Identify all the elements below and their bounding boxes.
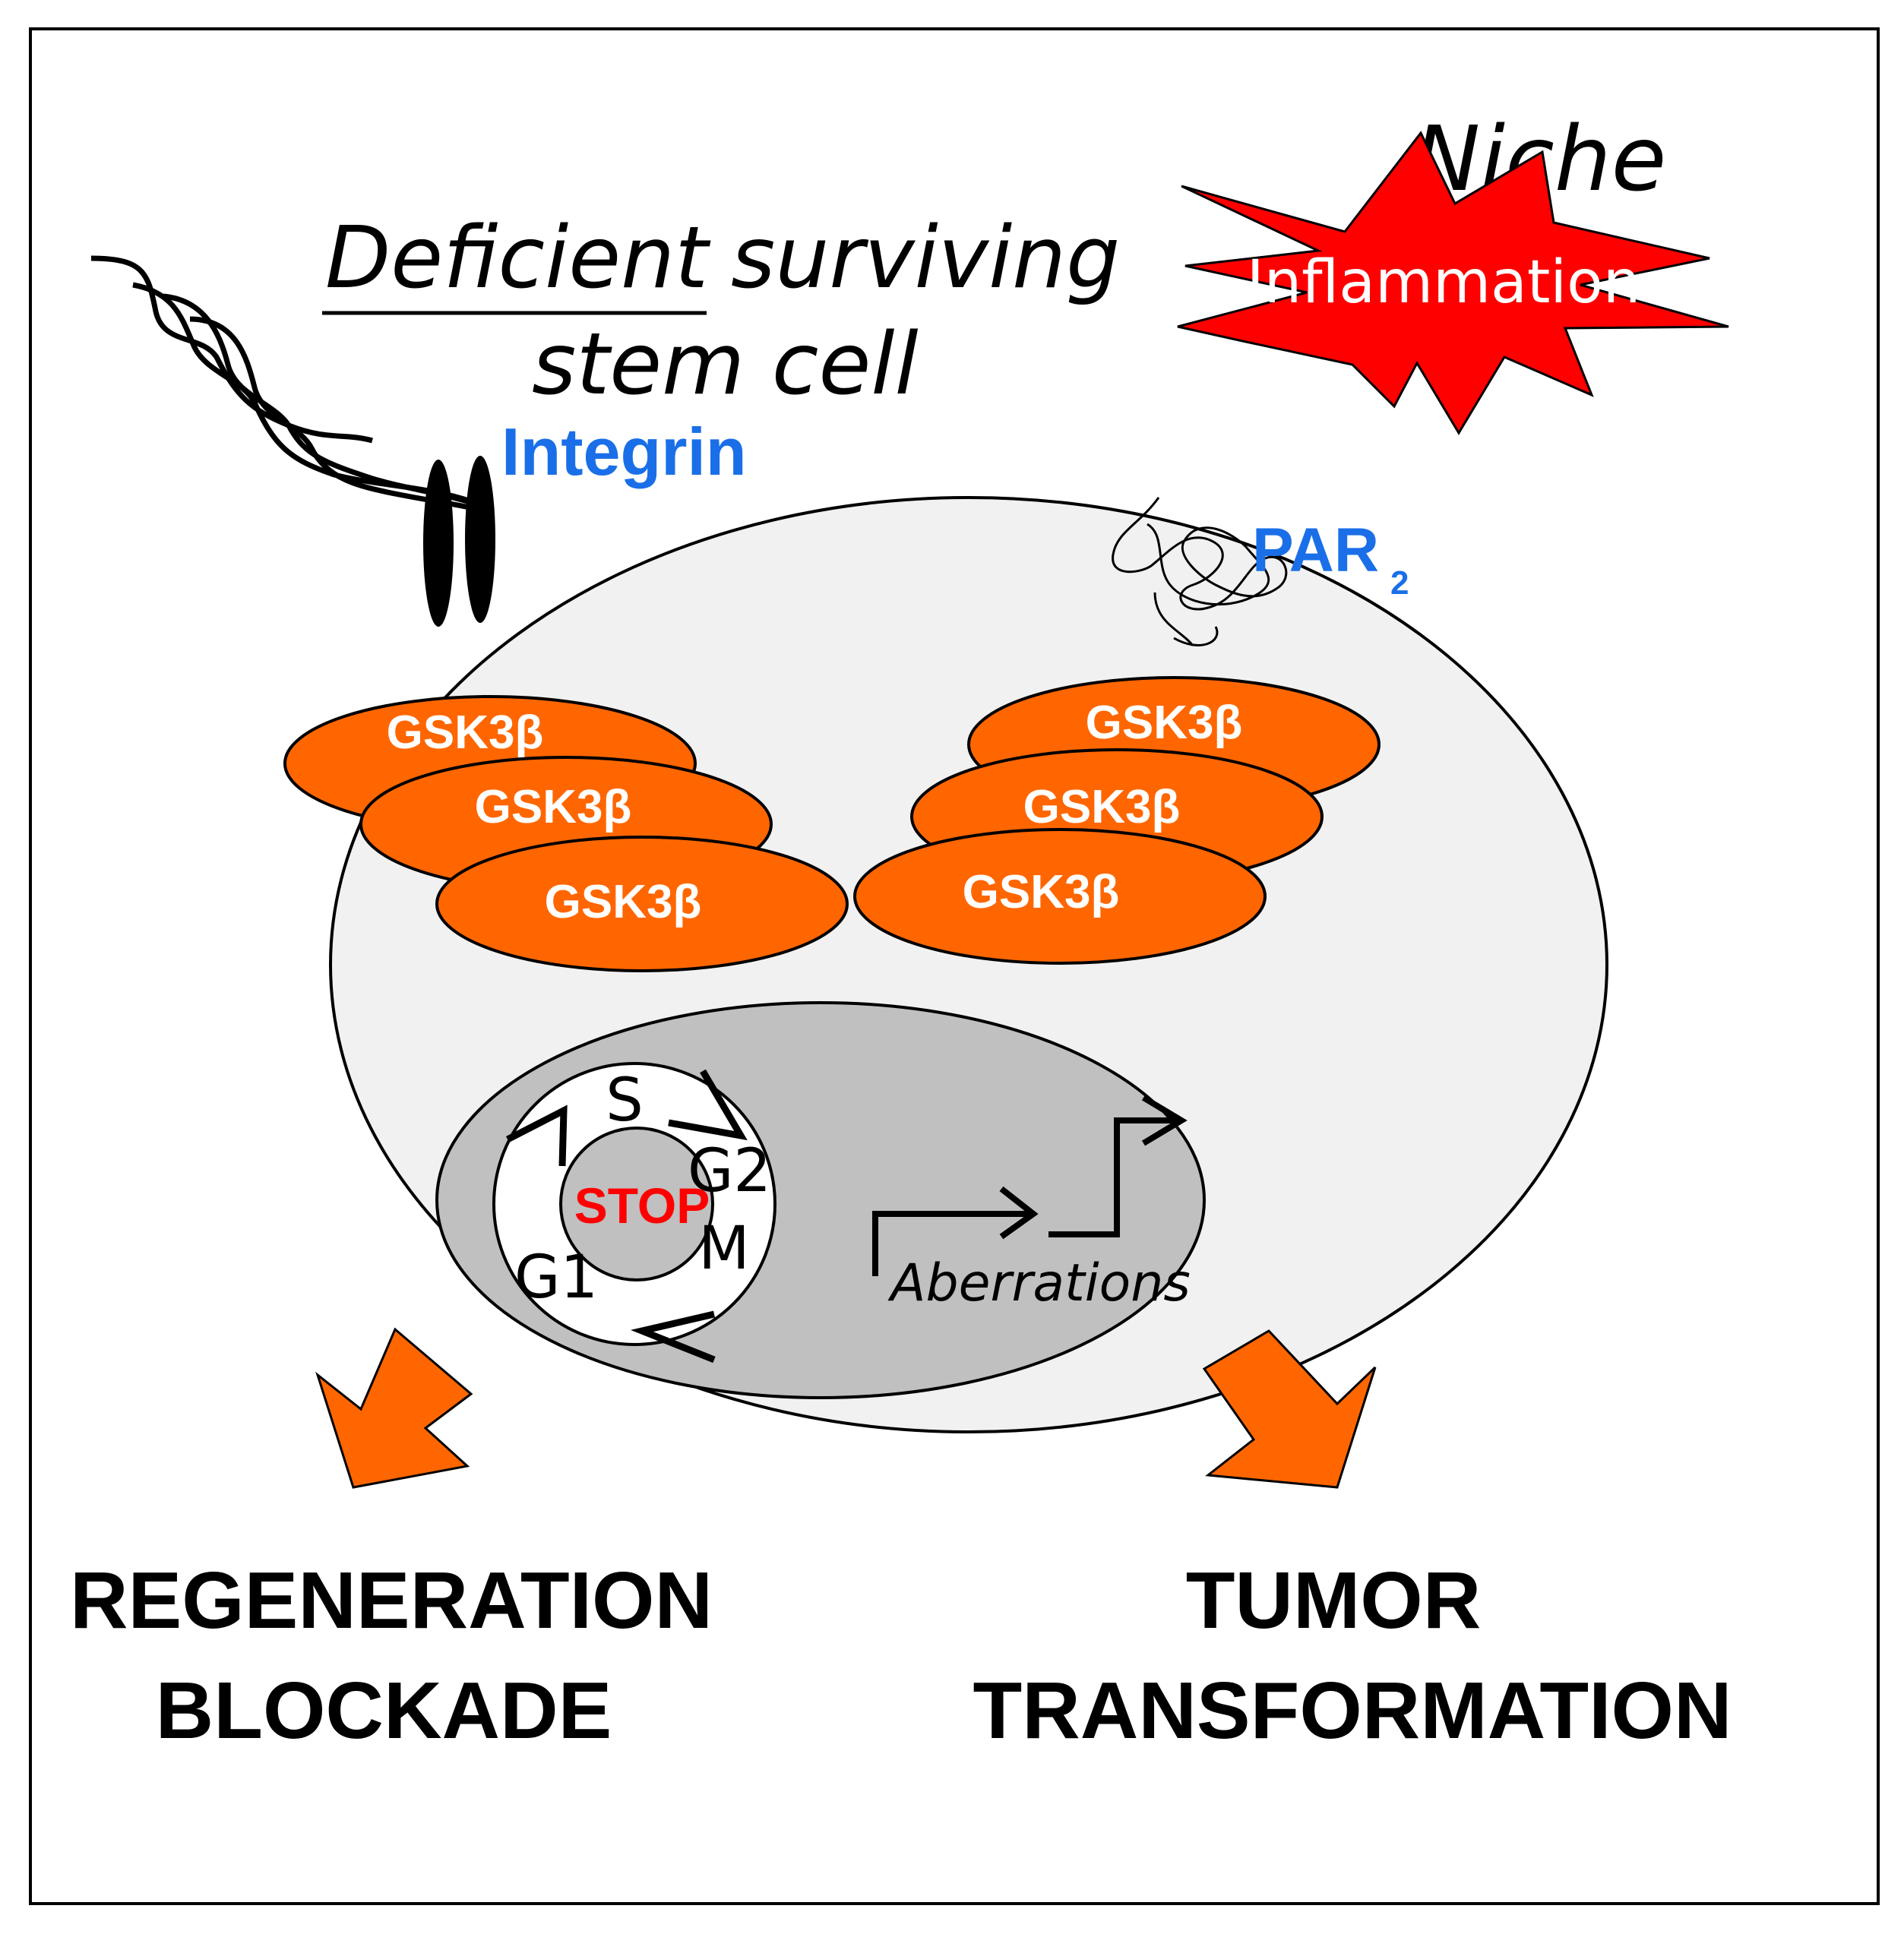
aberrations-label: Aberrations: [887, 1253, 1191, 1313]
title-line2: stem cell: [532, 315, 919, 414]
outcome-right-line1: TUMOR: [1186, 1556, 1482, 1645]
gsk3b-label: GSK3β: [545, 876, 702, 928]
gsk3b-label: GSK3β: [1023, 781, 1181, 833]
title-line1-rest: surviving: [731, 209, 1120, 308]
gsk3b-blob: [853, 828, 1267, 965]
cell-cycle-core: [559, 1127, 714, 1281]
integrin-subunit-alpha: [423, 460, 454, 627]
outcome-left-line2: BLOCKADE: [156, 1666, 612, 1755]
cell-cycle-arrowhead: [668, 1069, 748, 1141]
aberration-arrow-lower: [872, 1211, 1033, 1276]
aberration-arrows: [872, 1095, 1188, 1276]
gsk3b-label: GSK3β: [475, 781, 632, 833]
gsk3b-label: GSK3β: [963, 866, 1120, 918]
cell-cycle-arrowhead: [505, 1104, 568, 1167]
phase-m-label: M: [698, 1215, 749, 1283]
integrin-subunit-beta: [465, 456, 495, 623]
phase-g2-label: G2: [688, 1137, 771, 1206]
aberration-arrowhead-lower: [999, 1186, 1039, 1240]
cell-cycle: S G2 M G1 STOP: [492, 1062, 776, 1364]
outcome-right-line2: TRANSFORMATION: [973, 1666, 1732, 1755]
gsk3b-label: GSK3β: [387, 706, 544, 759]
gsk3b-stack-left: GSK3β GSK3β GSK3β: [283, 695, 849, 972]
regeneration-arrow: [315, 1327, 473, 1489]
phase-s-label: S: [606, 1067, 644, 1135]
cell-cycle-arrows: [505, 1069, 748, 1364]
gsk3b-stack-right: GSK3β GSK3β GSK3β: [853, 676, 1381, 965]
inflammation-label: Inflammation: [1247, 248, 1641, 317]
integrin-label: Integrin: [501, 414, 747, 489]
inflammation-burst: [1177, 131, 1729, 435]
tumor-arrow: [1202, 1329, 1377, 1489]
gsk3b-label: GSK3β: [1086, 697, 1243, 749]
outcome-left-line1: REGENERATION: [70, 1556, 713, 1645]
aberration-arrow-upper: [1048, 1117, 1181, 1237]
par2-receptor: [1112, 497, 1288, 646]
cell-cycle-arrowhead: [631, 1310, 716, 1364]
par2-label-base: PAR: [1252, 516, 1379, 585]
gsk3b-blob: [435, 836, 849, 972]
title-underlined-word: Deficient: [325, 209, 711, 308]
par2-label-subscript: 2: [1390, 564, 1409, 602]
aberration-arrowhead-upper: [1141, 1095, 1188, 1146]
stop-label: STOP: [574, 1177, 710, 1234]
phase-g1-label: G1: [514, 1244, 598, 1312]
